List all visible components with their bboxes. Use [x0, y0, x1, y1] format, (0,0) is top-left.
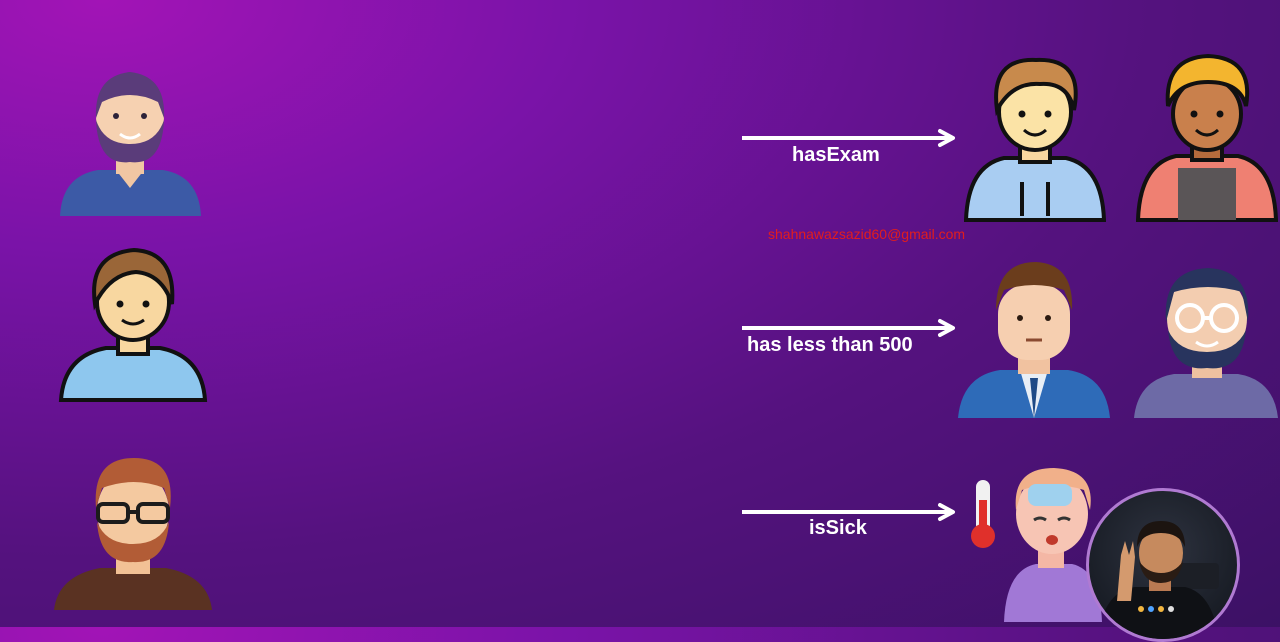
- suit-man-avatar: [956, 258, 1112, 420]
- hoodie-boy-avatar: [964, 54, 1106, 222]
- label-is-sick: isSick: [809, 517, 867, 539]
- arrow-has-less-than-500: [740, 318, 960, 338]
- young-man-avatar: [58, 244, 208, 402]
- label-has-exam: hasExam: [792, 144, 880, 166]
- arrow-has-exam: [740, 128, 960, 148]
- arrow-is-sick: [740, 502, 960, 522]
- label-has-less-than-500: has less than 500: [747, 334, 913, 356]
- bearded-man-avatar: [58, 58, 203, 218]
- bald-glasses-man-avatar: [1132, 262, 1280, 420]
- thermometer-icon: [968, 478, 998, 550]
- watermark-email: shahnawazsazid60@gmail.com: [768, 226, 966, 242]
- sick-person-avatar: [998, 464, 1106, 624]
- presenter-webcam: [1086, 488, 1240, 642]
- curly-hair-avatar: [1136, 52, 1278, 222]
- glasses-man-avatar: [52, 452, 214, 612]
